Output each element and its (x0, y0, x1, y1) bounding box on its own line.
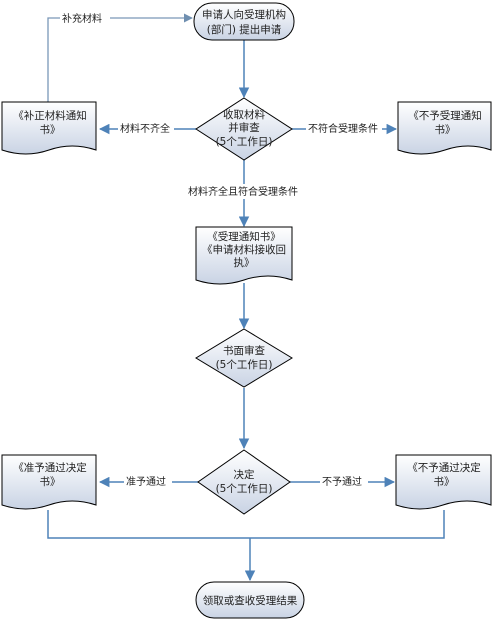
edge-supplement-feedback (47, 13, 193, 102)
node-applicant-submit: 申请人向受理机构 (部门) 提出申请 (193, 2, 295, 41)
node-decision-line1: 决定 (234, 468, 255, 481)
node-acceptance-notice: 《受理通知书》 《申请材料接收回 执》 (195, 226, 293, 285)
node-reject-acceptance-notice: 《不予受理通知 书》 (397, 101, 492, 155)
node-supplement-notice-line2: 书》 (40, 124, 61, 136)
node-receive-review-line2: 并审查 (228, 121, 260, 134)
node-receive-review-decision: 收取材料 并审查 (5个工作日) (195, 97, 293, 161)
node-approval-decision: 《准予通过决定 书》 (1, 454, 97, 510)
node-applicant-submit-line1: 申请人向受理机构 (202, 8, 286, 21)
node-applicant-submit-line2: (部门) 提出申请 (207, 23, 282, 36)
node-acceptance-notice-line3: 执》 (234, 256, 255, 269)
node-approval-decision-line1: 《准予通过决定 (13, 461, 87, 474)
node-supplement-notice-line1: 《补正材料通知 (13, 109, 87, 122)
node-written-review-line2: (5个工作日) (216, 359, 273, 371)
node-disapproval-decision: 《不予通过决定 书》 (395, 454, 492, 510)
node-acceptance-notice-line2: 《申请材料接收回 (202, 243, 286, 256)
edge-outcomes-merge (47, 510, 445, 539)
node-decision: 决定 (5个工作日) (197, 449, 291, 515)
node-disapproval-decision-line2: 书》 (434, 476, 455, 488)
edge-label-complete-and-meet: 材料齐全且符合受理条件 (188, 185, 298, 198)
node-approval-decision-line2: 书》 (40, 476, 61, 488)
node-decision-line2: (5个工作日) (216, 483, 273, 495)
edge-label-disapprove: 不予通过 (322, 475, 362, 488)
edge-label-materials-incomplete: 材料不齐全 (120, 122, 170, 135)
node-written-review: 书面审查 (5个工作日) (195, 328, 293, 388)
node-reject-acceptance-notice-line1: 《不予受理通知 (408, 109, 482, 122)
node-collect-result-line1: 领取或查收受理结果 (203, 594, 298, 607)
edge-label-approve: 准予通过 (126, 475, 166, 488)
node-acceptance-notice-line1: 《受理通知书》 (207, 230, 281, 243)
node-written-review-line1: 书面审查 (223, 344, 265, 357)
node-supplement-notice: 《补正材料通知 书》 (1, 101, 97, 155)
node-receive-review-line1: 收取材料 (223, 108, 265, 121)
node-collect-result: 领取或查收受理结果 (195, 581, 305, 619)
edge-label-supplement-materials: 补充材料 (62, 12, 102, 25)
node-disapproval-decision-line1: 《不予通过决定 (407, 461, 481, 474)
node-reject-acceptance-notice-line2: 书》 (435, 124, 456, 136)
node-receive-review-line3: (5个工作日) (216, 136, 273, 148)
edge-label-not-meet-conditions: 不符合受理条件 (308, 122, 378, 135)
